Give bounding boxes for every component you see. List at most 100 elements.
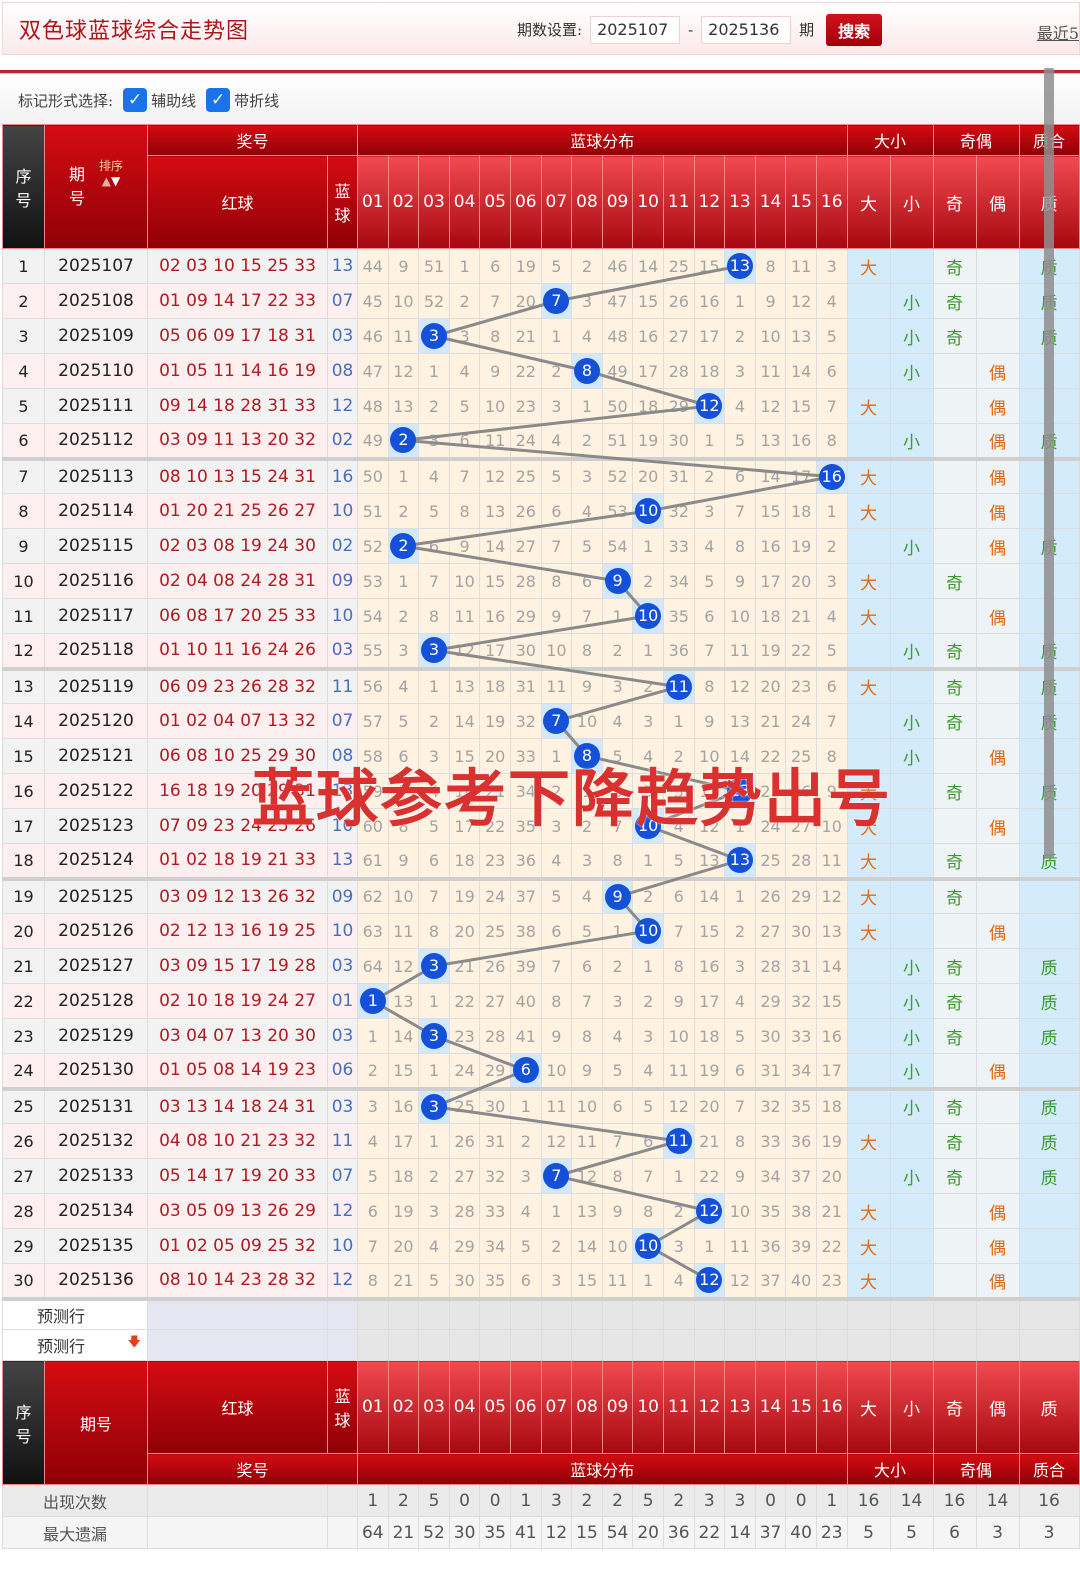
stats-value: 6	[932, 1516, 977, 1549]
prediction-cell[interactable]	[418, 1296, 450, 1330]
prediction-cell[interactable]	[632, 1296, 664, 1330]
omission-cell: 7	[418, 563, 450, 599]
number-header-bottom-09: 09	[601, 1360, 634, 1454]
omission-cell: 8	[540, 563, 573, 599]
prediction-cell[interactable]	[509, 1329, 542, 1361]
omission-cell: 12	[387, 353, 420, 389]
prediction-cell[interactable]	[975, 1296, 1020, 1330]
prediction-cell[interactable]	[540, 1296, 573, 1330]
prediction-cell[interactable]	[448, 1329, 481, 1361]
prediction-cell[interactable]	[662, 1296, 695, 1330]
parity-odd: 奇	[932, 283, 977, 319]
prediction-cell[interactable]	[509, 1296, 542, 1330]
prediction-cell[interactable]	[754, 1296, 787, 1330]
prediction-cell[interactable]	[889, 1329, 934, 1361]
prediction-cell[interactable]	[815, 1296, 848, 1330]
prediction-cell[interactable]	[975, 1329, 1020, 1361]
omission-cell: 4	[418, 1228, 450, 1264]
blue-dist-header: 蓝球分布	[357, 124, 848, 156]
size-big: 大	[846, 876, 891, 914]
omission-cell: 6	[418, 528, 450, 564]
issue-header[interactable]: 期号排序▲▼	[44, 124, 148, 249]
prediction-cell[interactable]	[418, 1329, 450, 1361]
omission-cell: 28	[662, 353, 695, 389]
omission-cell: 16	[693, 283, 726, 319]
prediction-cell[interactable]	[846, 1329, 891, 1361]
prediction-cell[interactable]	[540, 1329, 573, 1361]
omission-cell: 25	[479, 913, 511, 949]
prediction-cell[interactable]	[932, 1329, 977, 1361]
prime-header-bottom: 质合	[1018, 1453, 1080, 1485]
prediction-row[interactable]: 预测行🡇	[2, 1329, 1080, 1361]
prediction-cell[interactable]	[693, 1329, 726, 1361]
parity-header: 奇偶	[932, 124, 1020, 156]
attr-header-bottom-1: 小	[889, 1360, 934, 1454]
omission-cell: 7	[418, 876, 450, 914]
prediction-cell[interactable]	[815, 1329, 848, 1361]
prediction-cell[interactable]	[1018, 1296, 1080, 1330]
omission-cell: 13	[387, 983, 420, 1019]
size-small: 小	[889, 353, 934, 389]
recent-link[interactable]: 最近5	[1036, 24, 1079, 43]
prediction-cell[interactable]	[601, 1329, 634, 1361]
row-index: 28	[2, 1193, 45, 1229]
omission-cell: 6	[540, 493, 573, 529]
stats-value: 0	[479, 1484, 511, 1517]
prediction-cell[interactable]	[693, 1296, 726, 1330]
prediction-cell[interactable]	[448, 1296, 481, 1330]
prediction-cell[interactable]	[387, 1329, 420, 1361]
prime-cell	[1018, 1263, 1080, 1299]
parity-odd	[932, 528, 977, 564]
prediction-cell[interactable]	[479, 1296, 511, 1330]
parity-odd: 奇	[932, 703, 977, 739]
prediction-cell[interactable]	[846, 1296, 891, 1330]
search-button[interactable]: 搜索	[826, 13, 883, 46]
omission-cell: 27	[509, 528, 542, 564]
omission-cell: 10	[571, 1086, 603, 1124]
red-balls: 02 03 08 19 24 30	[147, 528, 328, 564]
prediction-cell[interactable]	[754, 1329, 787, 1361]
blue-hit-cell: 2	[387, 423, 420, 459]
prediction-cell[interactable]	[785, 1329, 817, 1361]
vertical-scrollbar[interactable]	[1044, 68, 1054, 858]
prediction-cell[interactable]	[387, 1296, 420, 1330]
prediction-cell[interactable]	[357, 1329, 389, 1361]
prediction-cell[interactable]	[889, 1296, 934, 1330]
prediction-cell[interactable]	[1018, 1329, 1080, 1361]
from-issue-input[interactable]	[590, 15, 681, 44]
to-issue-input[interactable]	[701, 15, 792, 44]
prediction-cell[interactable]	[571, 1296, 603, 1330]
aux-line-checkbox[interactable]: ✓	[123, 88, 148, 112]
blue-ball: 07	[326, 283, 359, 319]
prediction-cell[interactable]	[601, 1296, 634, 1330]
prediction-cell[interactable]	[932, 1296, 977, 1330]
blue-ball-marker: 6	[512, 1057, 539, 1084]
prediction-cell[interactable]	[632, 1329, 664, 1361]
prediction-cell[interactable]	[724, 1296, 756, 1330]
omission-cell: 13	[571, 1193, 603, 1229]
size-small: 小	[889, 983, 934, 1019]
size-small	[889, 666, 934, 704]
parity-odd: 奇	[932, 248, 977, 284]
fold-line-checkbox[interactable]: ✓	[206, 88, 231, 112]
omission-cell: 22	[509, 353, 542, 389]
prediction-cell[interactable]	[479, 1329, 511, 1361]
issue-number: 2025122	[44, 773, 148, 809]
red-ball-header-bottom: 红球	[147, 1360, 328, 1454]
prediction-cell[interactable]	[571, 1329, 603, 1361]
prediction-cell[interactable]	[724, 1329, 756, 1361]
prediction-cell[interactable]	[662, 1329, 695, 1361]
number-header-07: 07	[540, 155, 573, 249]
row-index: 26	[2, 1123, 45, 1159]
blue-hit-cell: 2	[387, 528, 420, 564]
prediction-row[interactable]: 预测行	[2, 1296, 1080, 1330]
omission-cell: 29	[662, 388, 695, 424]
omission-cell: 50	[601, 388, 634, 424]
omission-cell: 17	[754, 563, 787, 599]
stats-label: 最大遗漏	[2, 1516, 148, 1549]
prediction-cell[interactable]	[785, 1296, 817, 1330]
top-bar: 双色球蓝球综合走势图 期数设置: - 期 搜索 最近5	[2, 2, 1080, 55]
prediction-cell[interactable]	[357, 1296, 389, 1330]
sort-toggle[interactable]: 排序▲▼	[99, 158, 124, 188]
